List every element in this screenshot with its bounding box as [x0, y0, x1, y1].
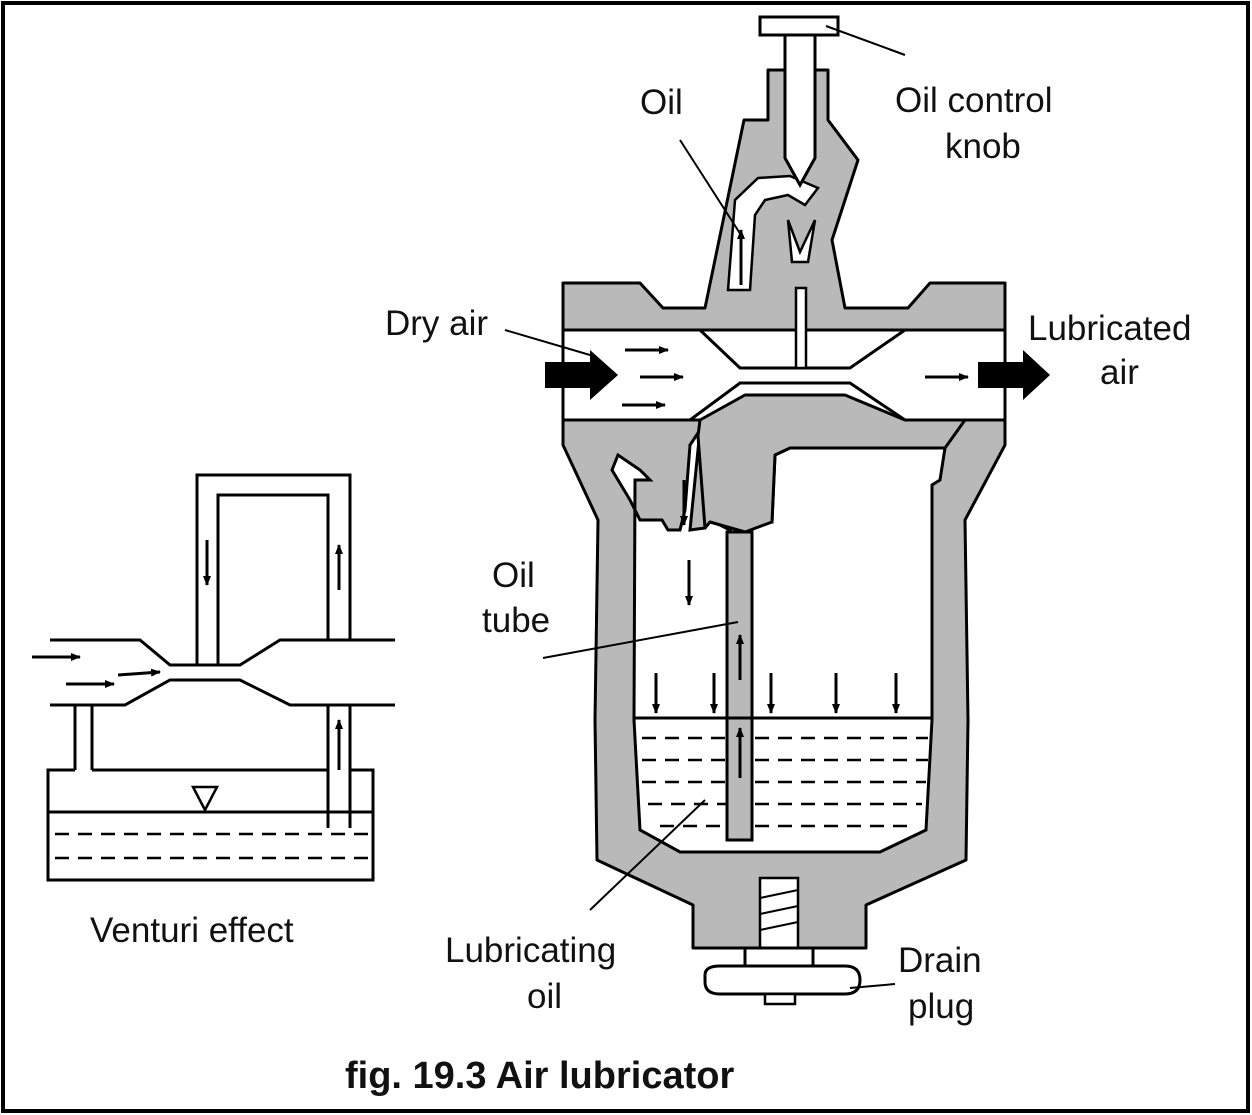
needle-valve-stem: [783, 33, 817, 189]
label-lubricated-air-1: Lubricated: [1028, 309, 1191, 348]
lubricator-body: [545, 15, 1050, 1006]
oil-tube: [725, 530, 754, 842]
label-lubricating-oil-2: oil: [527, 977, 562, 1016]
head-block: [561, 68, 1007, 332]
oil-flow-arrows: [652, 229, 900, 778]
label-drain-plug-2: plug: [908, 987, 974, 1026]
oil-dashes: [642, 736, 928, 828]
label-drain-plug-1: Drain: [898, 941, 982, 980]
figure-caption: fig. 19.3 Air lubricator: [345, 1055, 734, 1097]
oil-passage: [726, 174, 820, 292]
oil-control-knob: [758, 15, 840, 37]
venturi-diagram: [32, 473, 395, 882]
drain-plug: [703, 876, 862, 1006]
label-lubricated-air-2: air: [1100, 353, 1139, 392]
label-oil-control-knob-2: knob: [945, 127, 1021, 166]
air-flow-arrows: [622, 346, 969, 409]
oil-feed-slot: [794, 286, 808, 370]
central-pillar: [696, 393, 967, 534]
lubricated-air-outlet-arrow: [978, 350, 1050, 400]
label-oil-tube-1: Oil: [492, 556, 535, 595]
oil-drip-slot: [786, 219, 817, 264]
air-passage: [561, 328, 1007, 422]
label-dry-air: Dry air: [385, 304, 488, 343]
label-venturi-effect: Venturi effect: [90, 911, 294, 950]
label-lubricating-oil-1: Lubricating: [445, 931, 616, 970]
leader-lines: [504, 25, 906, 989]
label-oil-tube-2: tube: [482, 601, 550, 640]
label-oil: Oil: [640, 83, 683, 122]
label-oil-control-knob-1: Oil control: [895, 81, 1053, 120]
dry-air-inlet-arrow: [545, 350, 618, 400]
